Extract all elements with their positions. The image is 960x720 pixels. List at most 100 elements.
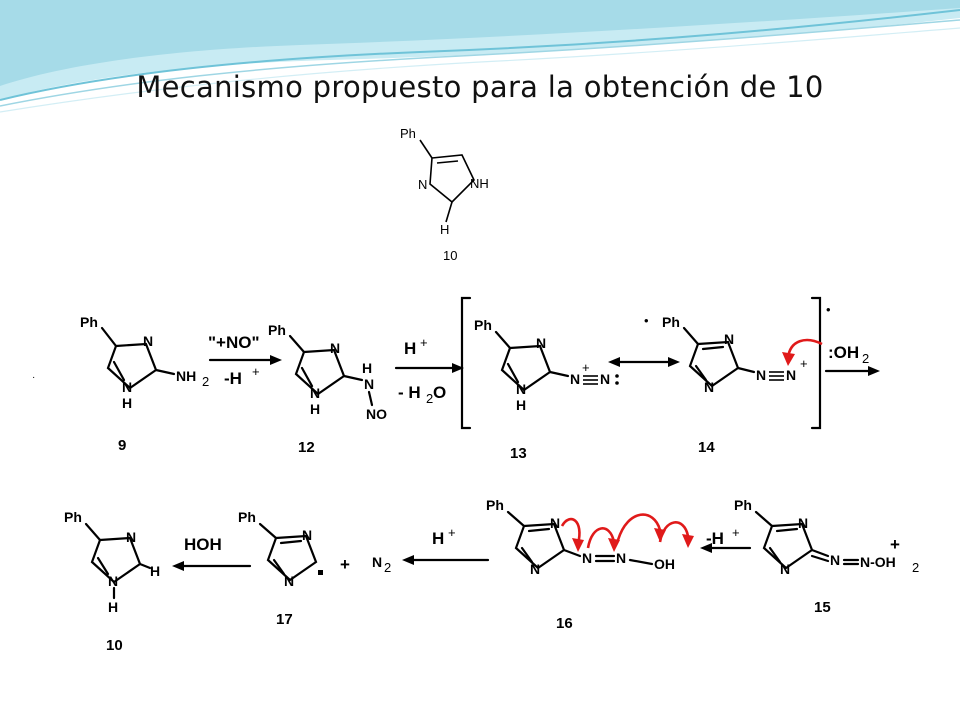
ph-label: Ph (238, 509, 256, 525)
red-curved-arrow (560, 517, 581, 545)
compound-label-13: 13 (510, 445, 527, 462)
compound-label-15: 15 (814, 599, 831, 616)
n-atom: N (724, 331, 734, 347)
compound-17: Ph N N 17 (238, 509, 323, 628)
compound-9: Ph N N H NH 2 9 (80, 314, 209, 454)
step-dehydration: H + - H 2 O (394, 335, 464, 406)
n-atom: N (798, 515, 808, 531)
red-curved-arrow (658, 521, 690, 543)
compound-12: Ph N N H H N NO 12 (268, 322, 387, 456)
n-atom: N (108, 573, 118, 589)
compound-label-17: 17 (276, 611, 293, 628)
plus-charge: + (800, 356, 808, 371)
n-atom: N (616, 550, 626, 566)
subscript-2: 2 (862, 351, 869, 366)
step-protonation: H + (402, 525, 490, 565)
n-atom: N (830, 552, 840, 568)
n-atom: N (582, 550, 592, 566)
n-atom: N (143, 333, 153, 349)
reagent-h2o-o: O (433, 383, 446, 402)
compound-16: Ph N N N N OH 16 (486, 497, 694, 632)
compound-label-12: 12 (298, 439, 315, 456)
n-atom: N (530, 561, 540, 577)
n-atom: N (302, 527, 312, 543)
ph-label: Ph (400, 126, 416, 141)
bullet-dot: · (32, 372, 35, 383)
h-atom: H (362, 360, 372, 376)
plus-charge: + (252, 364, 260, 379)
resonance-bracket (460, 296, 822, 430)
red-curved-arrow (586, 527, 616, 549)
reagent-h: H (432, 529, 444, 548)
reagent-hoh: HOH (184, 535, 222, 554)
n-atom: N (330, 340, 340, 356)
ph-label: Ph (474, 317, 492, 333)
header-wave-decoration (0, 0, 960, 113)
slide-title: Mecanismo propuesto para la obtención de… (136, 70, 824, 104)
n-atom: N (418, 177, 427, 192)
subscript-2: 2 (912, 560, 919, 575)
reagent-minus-h: -H (224, 369, 242, 388)
ph-label: Ph (734, 497, 752, 513)
bullet-dot: • (826, 302, 831, 317)
compound-13: Ph N N H N + N 13 (474, 317, 619, 462)
subscript-2: 2 (426, 391, 433, 406)
reagent-no: "+NO" (208, 333, 260, 352)
plus-charge: + (890, 535, 900, 554)
step-deprotonation: -H + (700, 525, 752, 553)
subscript-2: 2 (384, 560, 391, 575)
nh2-atom: NH (176, 368, 196, 384)
n-atom: N (516, 381, 526, 397)
ph-label: Ph (268, 322, 286, 338)
n-atom: N (550, 515, 560, 531)
compound-14: • Ph N N N N + 14 (644, 313, 823, 456)
compound-label-9: 9 (118, 437, 126, 454)
step-water-addition: :OH 2 (824, 343, 880, 376)
reagent-minus-h: -H (706, 529, 724, 548)
no-group: NO (366, 406, 387, 422)
ph-label: Ph (64, 509, 82, 525)
h-atom: H (516, 397, 526, 413)
n-atom: N (284, 573, 294, 589)
n2-molecule: N (372, 554, 382, 570)
n-atom: N (704, 379, 714, 395)
compound-15: Ph N N N N-OH 2 + 15 (734, 497, 919, 616)
red-curved-arrow (616, 513, 662, 541)
n-atom: N (570, 371, 580, 387)
resonance-arrow (608, 357, 680, 367)
plus-charge: + (732, 525, 740, 540)
compound-10-bottom: Ph N H N H 10 (64, 509, 160, 654)
h-atom: H (150, 563, 160, 579)
plus-charge: + (582, 360, 590, 375)
nitrogen-byproduct: + N 2 (340, 554, 391, 575)
reagent-minus-h2o: - H (398, 383, 421, 402)
n-atom: N (122, 379, 132, 395)
ph-label: Ph (662, 314, 680, 330)
compound-10-top: Ph N NH H 10 (400, 126, 489, 263)
n-atom: N (126, 529, 136, 545)
oh2-reagent: :OH (828, 343, 859, 362)
step-nitrosation: "+NO" -H + (208, 333, 282, 388)
plus-charge: + (420, 335, 428, 350)
h-atom: H (108, 599, 118, 615)
h-atom: H (122, 395, 132, 411)
nh-atom: NH (470, 176, 489, 191)
bullet-dot: • (644, 313, 649, 328)
n-atom: N (780, 561, 790, 577)
noh2-group: N-OH (860, 554, 896, 570)
reagent-h: H (404, 339, 416, 358)
compound-label-14: 14 (698, 439, 715, 456)
ph-label: Ph (486, 497, 504, 513)
oh-group: OH (654, 556, 675, 572)
n-atom: N (364, 376, 374, 392)
n-atom: N (756, 367, 766, 383)
compound-label-16: 16 (556, 615, 573, 632)
plus-charge: + (448, 525, 456, 540)
h-atom: H (310, 401, 320, 417)
n-atom: N (536, 335, 546, 351)
step-hydrolysis: HOH (172, 535, 252, 571)
n-atom: N (310, 385, 320, 401)
n-atom: N (600, 371, 610, 387)
n-atom: N (786, 367, 796, 383)
